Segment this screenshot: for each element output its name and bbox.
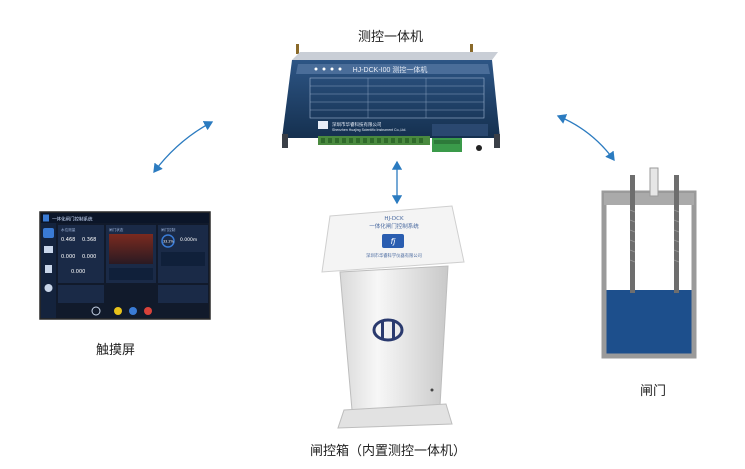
kiosk-company: 深圳市华睿科学仪器有限公司 — [366, 252, 422, 259]
blue-button-icon — [129, 307, 137, 315]
screen-app-title: 一体化闸门控制系统 — [52, 216, 93, 223]
screen-val3: 0.000 — [61, 254, 75, 260]
touchscreen-device: 一体化闸门控制系统 水位测量 0.468 0.368 0.000 0.000 0… — [39, 211, 211, 320]
keyhole-icon — [430, 388, 434, 392]
gate-box-kiosk: HJ-DCK 一体化闸门控制系统 fj 深圳市华睿科学仪器有限公司 — [321, 205, 465, 429]
chart-nav-icon — [45, 265, 52, 273]
kiosk-model: HJ-DCK — [384, 216, 404, 222]
power-icon — [91, 306, 101, 316]
kiosk-system-name: 一体化闸门控制系统 — [369, 222, 419, 230]
screen-val7: 33.2% — [163, 240, 175, 244]
gate-box-label: 闸控箱（内置测控一体机） — [310, 444, 467, 459]
screw-rod-left — [630, 175, 635, 293]
arrow-controller-gate — [556, 114, 615, 162]
touchscreen-label: 触摸屏 — [96, 343, 136, 358]
yellow-button-icon — [114, 307, 122, 315]
screen-chart-area — [109, 234, 153, 264]
screw-rod-right — [674, 175, 679, 293]
controller-device: HJ-DCK-I00 测控一体机 深圳市华睿科技有限公司 Shenzhen Hu… — [282, 44, 500, 152]
home-icon — [43, 228, 54, 238]
app-logo-icon — [43, 214, 49, 222]
red-button-icon — [144, 307, 152, 315]
controller-label: 测控一体机 — [358, 30, 424, 45]
settings-nav-icon — [44, 284, 53, 292]
kiosk-logo-icon — [382, 234, 404, 248]
water-body — [606, 290, 692, 354]
arrow-controller-touchscreen — [153, 121, 214, 174]
gate-structure — [601, 167, 697, 359]
screen-val1: 0.468 — [61, 237, 75, 243]
screen-section3: 闸门控制 — [161, 227, 176, 232]
screen-section1: 水位测量 — [61, 227, 76, 232]
screen-val6: 0.000m — [180, 237, 197, 243]
svg-text:fj: fj — [390, 237, 396, 246]
screen-val4: 0.000 — [82, 254, 96, 260]
device-panel-title: HJ-DCK-I00 测控一体机 — [353, 65, 428, 74]
led-indicators — [314, 67, 342, 71]
gate-label: 闸门 — [640, 384, 667, 399]
gate-opening-gauge — [161, 234, 175, 248]
emblem-icon — [372, 318, 404, 342]
gate-nav-icon — [44, 246, 53, 253]
device-company-en: Shenzhen Huajing Scientific Instrument C… — [332, 128, 406, 132]
screen-val5: 0.000 — [71, 269, 85, 275]
screen-section2: 闸门状态 — [109, 227, 124, 232]
screen-val2: 0.368 — [82, 237, 96, 243]
device-company-cn: 深圳市华睿科技有限公司 — [332, 121, 382, 128]
